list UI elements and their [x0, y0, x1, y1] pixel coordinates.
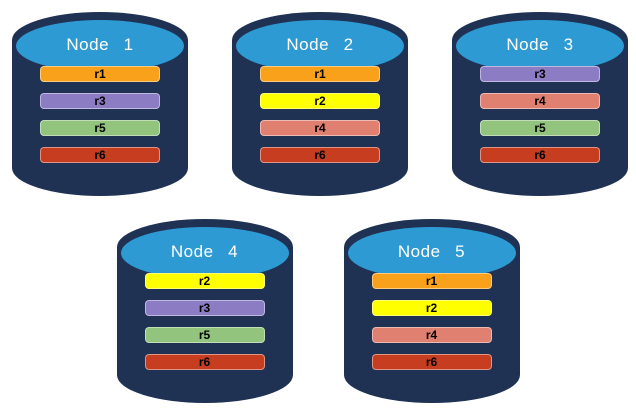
node-title: Node 3	[506, 35, 574, 54]
db-node-5: Node 5 r1 r2 r4 r6	[340, 215, 524, 407]
node-title: Node 5	[397, 242, 466, 261]
replica-bar: r2	[371, 300, 492, 316]
replica-bar: r5	[40, 120, 160, 136]
replica-bar: r5	[144, 327, 265, 343]
replica-bar: r4	[480, 93, 600, 109]
replica-bar: r1	[371, 273, 492, 289]
db-node-4: Node 4 r2 r3 r5 r6	[113, 215, 297, 407]
replica-bar: r3	[40, 93, 160, 109]
replica-bar: r6	[144, 354, 265, 370]
node-title: Node 4	[170, 242, 239, 261]
replica-bar-list: r1 r2 r4 r6	[371, 273, 492, 370]
replica-bar: r3	[144, 300, 265, 316]
node-title: Node 1	[66, 35, 134, 54]
replica-bar: r4	[260, 120, 380, 136]
db-node-2: Node 2 r1 r2 r4 r6	[228, 8, 412, 200]
replica-bar: r1	[260, 66, 380, 82]
replica-bar-list: r1 r2 r4 r6	[260, 66, 380, 163]
replica-bar: r5	[480, 120, 600, 136]
replica-bar: r1	[40, 66, 160, 82]
db-node-1: Node 1 r1 r3 r5 r6	[8, 8, 192, 200]
node-row-top: Node 1 r1 r3 r5 r6 Node 2 r1 r2 r4 r6	[0, 0, 636, 200]
node-row-bottom: Node 4 r2 r3 r5 r6 Node 5 r1 r2 r4 r6	[0, 215, 636, 407]
replica-bar: r4	[371, 327, 492, 343]
replica-bar: r6	[371, 354, 492, 370]
replica-bar-list: r2 r3 r5 r6	[144, 273, 265, 370]
replica-bar-list: r3 r4 r5 r6	[480, 66, 600, 163]
replica-bar: r6	[480, 147, 600, 163]
replica-bar-list: r1 r3 r5 r6	[40, 66, 160, 163]
db-node-3: Node 3 r3 r4 r5 r6	[448, 8, 632, 200]
replica-bar: r6	[40, 147, 160, 163]
replica-bar: r2	[144, 273, 265, 289]
replica-bar: r3	[480, 66, 600, 82]
node-title: Node 2	[286, 35, 354, 54]
replica-bar: r6	[260, 147, 380, 163]
replica-bar: r2	[260, 93, 380, 109]
